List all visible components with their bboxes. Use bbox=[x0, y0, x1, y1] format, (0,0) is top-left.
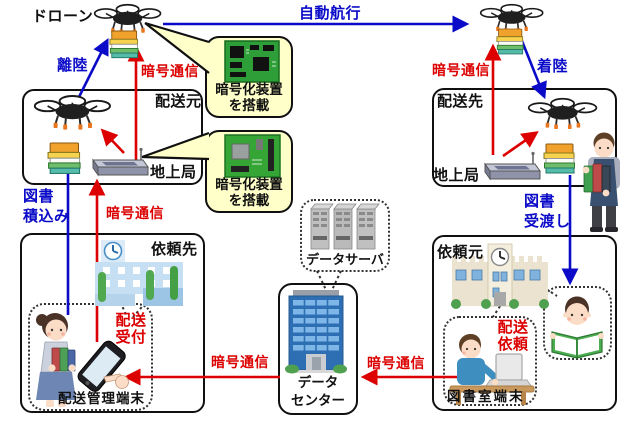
ground-station-icon-origin bbox=[92, 147, 149, 176]
landing-label: 着陸 bbox=[537, 57, 569, 75]
enc-comm-label-2: 暗号通信 bbox=[432, 63, 490, 79]
data-server-icon bbox=[310, 203, 380, 250]
delivery-reception-label: 配送 受付 bbox=[115, 311, 147, 346]
delivery-request-label: 配送 依頼 bbox=[497, 318, 529, 353]
enc-comm-label-3: 暗号通信 bbox=[106, 206, 164, 222]
request-origin-label: 依頼元 bbox=[437, 243, 484, 261]
librarian-man-icon bbox=[582, 132, 620, 232]
reception-bubble-tail bbox=[115, 291, 150, 318]
drone-icon-top-left bbox=[93, 3, 162, 36]
landing-arrow bbox=[518, 35, 547, 100]
data-server-tail bbox=[316, 270, 342, 293]
encryption-device-label-2: 暗号化装置 を搭載 bbox=[215, 177, 283, 210]
delivery-origin-label: 配送元 bbox=[155, 92, 202, 110]
books-icon-origin bbox=[47, 142, 81, 174]
drone-icon-top-right bbox=[479, 3, 544, 34]
books-icon-top-left bbox=[109, 30, 139, 59]
delivery-dest-label: 配送先 bbox=[437, 92, 484, 110]
takeoff-label: 離陸 bbox=[57, 56, 89, 74]
library-terminal-bubble bbox=[443, 316, 537, 406]
request-dest-box bbox=[20, 233, 205, 413]
reading-boy-icon bbox=[550, 296, 604, 359]
enc-comm-arrow-origin-box bbox=[100, 128, 125, 154]
librarian-woman-icon bbox=[36, 313, 76, 407]
request-origin-box bbox=[432, 235, 617, 411]
drone-label: ドローン bbox=[32, 7, 94, 25]
drone-icon-origin bbox=[33, 94, 111, 131]
delivery-dest-box bbox=[432, 88, 617, 187]
data-center-building-icon bbox=[285, 290, 347, 374]
callout-tail-1 bbox=[144, 21, 210, 74]
circuit-board-icon-2 bbox=[224, 134, 281, 178]
enc-comm-label-1: 暗号通信 bbox=[141, 64, 199, 80]
data-center-box bbox=[278, 283, 358, 415]
school-building-icon-requestee bbox=[95, 240, 183, 306]
delivery-mgmt-terminal-label: 配送管理端末 bbox=[58, 391, 145, 407]
smartphone-icon bbox=[77, 340, 129, 392]
reading-boy-bubble bbox=[543, 286, 612, 360]
takeoff-arrow bbox=[77, 37, 109, 98]
enc-comm-arrow-dest-box bbox=[502, 131, 539, 158]
library-terminal-label: 図書室端末 bbox=[447, 389, 525, 405]
delivery-mgmt-terminal-bubble bbox=[28, 303, 153, 411]
drone-icon-dest bbox=[527, 97, 598, 130]
data-center-label: データ センター bbox=[291, 375, 345, 409]
school-building-icon-requester bbox=[451, 243, 549, 309]
enc-comm-label-4: 暗号通信 bbox=[211, 355, 269, 371]
data-server-label: データサーバ bbox=[306, 253, 384, 268]
hand-icon bbox=[103, 373, 129, 389]
auto-nav-label: 自動航行 bbox=[299, 4, 362, 22]
book-loading-label: 図書 積込み bbox=[23, 187, 70, 226]
encryption-device-label-1: 暗号化装置 を搭載 bbox=[215, 82, 283, 115]
enc-comm-label-5: 暗号通信 bbox=[367, 356, 425, 372]
circuit-board-icon-1 bbox=[224, 40, 280, 83]
ground-station-icon-dest bbox=[484, 151, 541, 180]
books-icon-top-right bbox=[496, 28, 524, 55]
books-icon-dest bbox=[543, 143, 575, 174]
callout-tail-2 bbox=[141, 131, 210, 161]
data-server-bubble bbox=[300, 199, 390, 272]
request-dest-label: 依頼先 bbox=[151, 240, 198, 258]
book-handover-label: 図書 受渡し bbox=[524, 192, 571, 230]
ground-station-label-dest: 地上局 bbox=[433, 166, 480, 184]
laptop-boy-icon bbox=[449, 334, 535, 405]
ground-station-label-origin: 地上局 bbox=[150, 163, 197, 181]
